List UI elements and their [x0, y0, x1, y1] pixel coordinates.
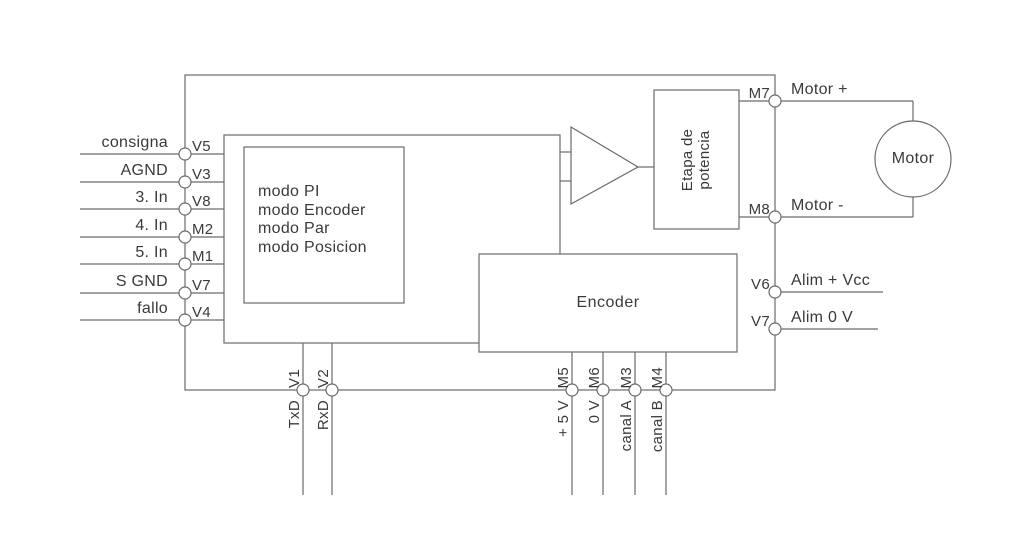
pin-circle: [178, 286, 192, 300]
signal-label-motor-minus: Motor -: [791, 197, 844, 214]
pin-circle: [296, 383, 310, 397]
signal-label-canal-b: canal B: [649, 400, 666, 453]
signal-label-txd: TxD: [286, 400, 303, 429]
pin-circle: [659, 383, 673, 397]
pin-label-m3: M3: [618, 366, 635, 388]
signal-label-motor-plus: Motor +: [791, 81, 848, 98]
pin-label-v5: V5: [192, 138, 211, 155]
pin-circle: [596, 383, 610, 397]
pin-label-v7-right: V7: [751, 313, 770, 330]
pin-label-v6: V6: [751, 276, 770, 293]
pin-circle: [768, 322, 782, 336]
pin-label-v3: V3: [192, 166, 211, 183]
pin-label-v2: V2: [315, 369, 332, 388]
mode-line: modo Encoder: [258, 201, 366, 219]
bottom-wires: [302, 343, 667, 495]
signal-label-5in: 5. In: [135, 244, 168, 261]
amplifier-icon: [560, 125, 654, 206]
pin-circle: [768, 210, 782, 224]
mode-line: modo Par: [258, 220, 330, 237]
controller-modes: modo PI modo Encoder modo Par modo Posic…: [258, 183, 367, 257]
pin-label-v1: V1: [286, 369, 303, 388]
pin-label-v4: V4: [192, 304, 211, 321]
pin-label-m5: M5: [555, 366, 572, 388]
signal-label-3in: 3. In: [135, 189, 168, 206]
pin-label-m8: M8: [748, 201, 770, 218]
pin-label-m4: M4: [649, 366, 666, 388]
pin-label-v7-left: V7: [192, 277, 211, 294]
encoder-box: [478, 253, 738, 353]
signal-label-rxd: RxD: [315, 400, 332, 431]
pin-circle: [768, 94, 782, 108]
signal-label-4in: 4. In: [135, 217, 168, 234]
pin-circle: [768, 285, 782, 299]
pin-circle: [178, 313, 192, 327]
signal-label-fallo: fallo: [137, 300, 168, 317]
mode-line: modo Posicion: [258, 238, 367, 256]
pin-circle: [178, 230, 192, 244]
power-stage-label: Etapa de potencia: [654, 90, 739, 229]
pin-circle: [178, 202, 192, 216]
mode-line: modo PI: [258, 183, 320, 200]
pin-circle: [178, 257, 192, 271]
signal-label-canal-a: canal A: [618, 400, 635, 452]
pin-circles: [178, 94, 782, 397]
power-stage-line2: potencia: [696, 129, 714, 190]
pin-label-m7: M7: [748, 85, 770, 102]
pin-circle: [178, 147, 192, 161]
motor-label: Motor: [891, 150, 935, 167]
pin-label-m2: M2: [192, 221, 214, 238]
pin-circle: [178, 175, 192, 189]
motor-circle: [874, 120, 952, 198]
left-wires: [80, 153, 224, 321]
modes-box: [243, 146, 405, 304]
right-wires: [739, 100, 914, 330]
signal-label-sgnd: S GND: [115, 273, 168, 290]
pin-label-v8: V8: [192, 193, 211, 210]
power-stage-box: [653, 89, 740, 230]
power-stage-line1: Etapa de: [679, 128, 697, 191]
pin-circle: [565, 383, 579, 397]
pin-label-m1: M1: [192, 248, 214, 265]
pin-circle: [628, 383, 642, 397]
pin-label-m6: M6: [586, 366, 603, 388]
signal-label-5v: + 5 V: [555, 400, 572, 437]
signal-label-alim-0v: Alim 0 V: [791, 309, 853, 326]
amplifier-triangle: [570, 125, 640, 206]
encoder-label: Encoder: [576, 294, 640, 311]
signal-label-alim-vcc: Alim + Vcc: [791, 272, 871, 289]
signal-label-agnd: AGND: [120, 162, 168, 179]
signal-label-0v: 0 V: [586, 400, 603, 424]
signal-label-consigna: consigna: [101, 134, 168, 151]
pin-circle: [325, 383, 339, 397]
